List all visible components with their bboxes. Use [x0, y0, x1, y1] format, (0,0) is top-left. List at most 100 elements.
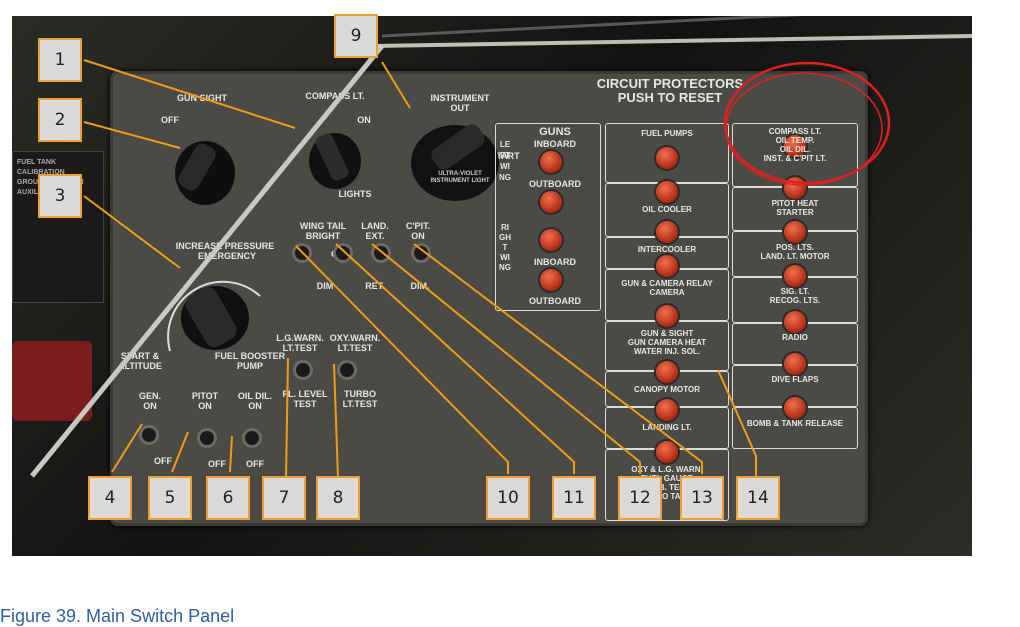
gen-label: GEN. ON — [138, 391, 161, 411]
circuit-breaker[interactable] — [784, 135, 806, 157]
right-wing-label: RIGHT WING — [499, 223, 511, 272]
cockpit-light-switch[interactable] — [414, 246, 428, 260]
circuit-label: SIG. LT. RECOG. LTS. — [769, 287, 821, 305]
ret-label: RET. — [365, 281, 385, 291]
pitot-heat-switch[interactable] — [200, 431, 214, 445]
callout-11: 11 — [552, 476, 596, 520]
guns-box — [495, 123, 601, 311]
uv-light-inscription: ULTRA-VIOLET INSTRUMENT LIGHT — [430, 171, 490, 184]
uv-instrument-light-knob[interactable] — [400, 111, 510, 211]
left-inboard-breaker[interactable] — [540, 151, 562, 173]
circuit-breaker[interactable] — [784, 353, 806, 375]
circuit-breaker[interactable] — [656, 441, 678, 463]
circuit-breaker[interactable] — [656, 305, 678, 327]
fuel-booster-pump-knob[interactable] — [150, 256, 280, 376]
start-altitude-label: START & ALTITUDE — [118, 351, 162, 371]
circuit-breaker[interactable] — [656, 181, 678, 203]
circuit-label: OIL COOLER — [642, 205, 692, 214]
circuit-breaker[interactable] — [656, 361, 678, 383]
right-outboard-breaker[interactable] — [540, 269, 562, 291]
circuit-breaker[interactable] — [656, 255, 678, 277]
callout-1: 1 — [38, 38, 82, 82]
compass-lt-highlight-circle — [723, 61, 891, 186]
increase-pressure-label: INCREASE PRESSURE — [175, 241, 275, 251]
guns-title: GUNS — [539, 126, 571, 138]
callout-14: 14 — [736, 476, 780, 520]
callout-10: 10 — [486, 476, 530, 520]
lg-warn-label: L.G.WARN. LT.TEST — [276, 333, 324, 353]
lights-label: LIGHTS — [338, 189, 372, 199]
circuit-label: PITOT HEAT STARTER — [771, 199, 819, 217]
circuit-label: BOMB & TANK RELEASE — [746, 419, 844, 428]
circuit-breaker[interactable] — [784, 311, 806, 333]
circuit-label: INTERCOOLER — [637, 245, 697, 254]
circuit-label: LANDING LT. — [642, 423, 692, 432]
land-ext-label: LAND. EXT. — [361, 221, 389, 241]
circuit-breaker[interactable] — [656, 399, 678, 421]
left-inboard-label: INBOARD — [534, 139, 576, 149]
circuit-label: POS. LTS. LAND. LT. MOTOR — [760, 243, 830, 261]
circuit-label: DIVE FLAPS — [771, 375, 819, 384]
left-outboard-breaker[interactable] — [540, 191, 562, 213]
red-lever — [12, 341, 92, 421]
lg-warning-test-switch[interactable] — [296, 363, 310, 377]
circuit-label: CANOPY MOTOR — [634, 385, 700, 394]
pitot-cable — [30, 16, 972, 478]
turbo-test-label: TURBO LT.TEST — [342, 389, 378, 409]
oil-dil-off-label: OFF — [246, 459, 264, 469]
wing-tail-label: WING TAIL BRIGHT — [299, 221, 347, 241]
compass-light-rheostat-knob[interactable] — [295, 119, 375, 199]
fuel-level-test-label: FL. LEVEL TEST — [282, 389, 328, 409]
gun-sight-label: GUN SIGHT — [176, 93, 227, 103]
left-wing-label: LEFT WING — [499, 140, 511, 182]
circuit-breaker[interactable] — [656, 147, 678, 169]
oxy-warning-test-switch[interactable] — [340, 363, 354, 377]
figure-caption: Figure 39. Main Switch Panel — [0, 606, 235, 626]
right-outboard-label: OUTBOARD — [529, 296, 581, 306]
circuit-label: GUN & SIGHT GUN CAMERA HEAT WATER INJ. S… — [627, 329, 707, 356]
gun-sight-off-label: OFF — [161, 115, 179, 125]
callout-2: 2 — [38, 98, 82, 142]
callout-5: 5 — [148, 476, 192, 520]
compass-on-label: ON — [357, 115, 371, 125]
circuit-breaker[interactable] — [784, 397, 806, 419]
gen-off-label: OFF — [154, 456, 172, 466]
circuit-label: COMPASS LT. OIL TEMP. OIL DIL. INST. & C… — [763, 127, 827, 163]
generator-switch[interactable] — [142, 428, 156, 442]
circuit-protectors-header: CIRCUIT PROTECTORS PUSH TO RESET — [596, 76, 744, 105]
callout-12: 12 — [618, 476, 662, 520]
gun-sight-knob[interactable] — [160, 121, 250, 211]
callout-9: 9 — [334, 14, 378, 58]
right-inboard-label: INBOARD — [534, 257, 576, 267]
pitot-label: PITOT ON — [191, 391, 219, 411]
circuit-breaker[interactable] — [656, 221, 678, 243]
pitot-off-label: OFF — [208, 459, 226, 469]
panel-photo: FUEL TANK CALIBRATION GROUND POSITION AU… — [12, 16, 972, 556]
dim-label: DIM — [316, 281, 334, 291]
oxy-warn-label: OXY.WARN. LT.TEST — [329, 333, 381, 353]
main-switch-panel: CIRCUIT PROTECTORS PUSH TO RESET GUN SIG… — [110, 71, 868, 526]
callout-3: 3 — [38, 174, 82, 218]
right-inboard-breaker[interactable] — [540, 229, 562, 251]
circuit-breaker[interactable] — [784, 265, 806, 287]
fuel-tank-card: FUEL TANK CALIBRATION GROUND POSITION AU… — [12, 151, 104, 303]
circuit-label: RADIO — [782, 333, 808, 342]
compass-lt-label: COMPASS LT. — [305, 91, 365, 101]
tail-lights-switch[interactable] — [336, 246, 350, 260]
oil-dilution-switch[interactable] — [245, 431, 259, 445]
left-outboard-label: OUTBOARD — [529, 179, 581, 189]
callout-8: 8 — [316, 476, 360, 520]
instrument-out-label: INSTRUMENT OUT — [430, 93, 490, 113]
instrument-start-label: START — [490, 151, 520, 161]
emergency-label: EMERGENCY — [197, 251, 256, 261]
callout-7: 7 — [262, 476, 306, 520]
callout-4: 4 — [88, 476, 132, 520]
circuit-label: GUN & CAMERA RELAY CAMERA — [621, 279, 713, 297]
fuel-booster-pump-label: FUEL BOOSTER PUMP — [214, 351, 286, 371]
circuit-breaker[interactable] — [784, 221, 806, 243]
oil-dil-label: OIL DIL. ON — [237, 391, 273, 411]
cpit-on-label: C'PIT. ON — [405, 221, 431, 241]
dim2-label: DIM. — [410, 281, 430, 291]
circuit-label: FUEL PUMPS — [641, 129, 693, 138]
